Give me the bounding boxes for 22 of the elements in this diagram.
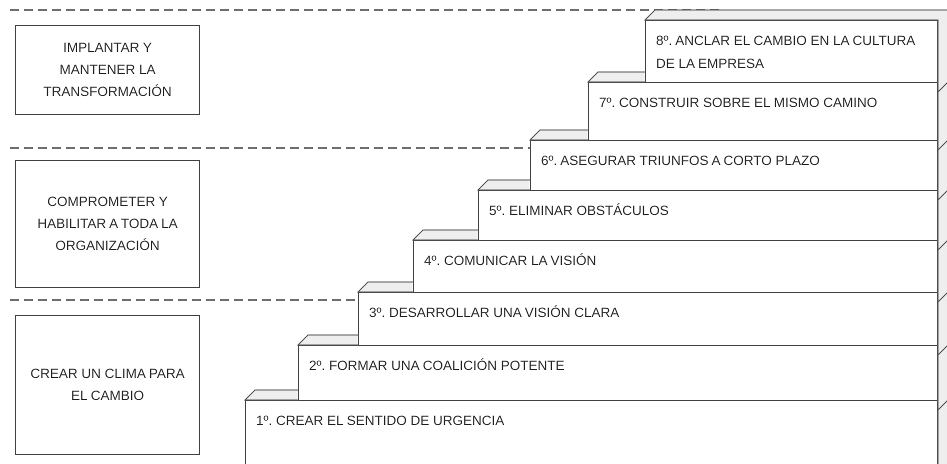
step-box <box>530 140 938 191</box>
step-label: 7º. CONSTRUIR SOBRE EL MISMO CAMINO <box>599 94 878 112</box>
phase-box <box>15 25 200 115</box>
step-label: 4º. COMUNICAR LA VISIÓN <box>424 252 598 270</box>
step-box <box>413 240 938 293</box>
phase-box <box>15 315 200 455</box>
step-box <box>645 20 938 83</box>
phase-box <box>15 160 200 288</box>
step-box <box>298 345 938 401</box>
step-label: 5º. ELIMINAR OBSTÁCULOS <box>489 202 670 220</box>
step-label: 1º. CREAR EL SENTIDO DE URGENCIA <box>256 412 506 430</box>
phase-label: CREAR UN CLIMA PARA EL CAMBIO <box>29 365 186 405</box>
step-label: 2º. FORMAR UNA COALICIÓN POTENTE <box>309 357 566 375</box>
step-box <box>245 400 938 464</box>
step-label: 6º. ASEGURAR TRIUNFOS A CORTO PLAZO <box>541 152 821 170</box>
phase-label: COMPROMETER Y HABILITAR A TODA LA ORGANIZACIÓN <box>36 193 179 255</box>
step-box <box>358 292 938 346</box>
step-box <box>478 190 938 241</box>
phase-label: IMPLANTAR Y MANTENER LA TRANSFORMACIÓN <box>42 39 173 101</box>
step-box <box>588 82 938 141</box>
step-label: 3º. DESARROLLAR UNA VISIÓN CLARA <box>369 304 620 322</box>
step-label: 8º. ANCLAR EL CAMBIO EN LA CULTURA DE LA EMPRESA <box>656 32 916 73</box>
